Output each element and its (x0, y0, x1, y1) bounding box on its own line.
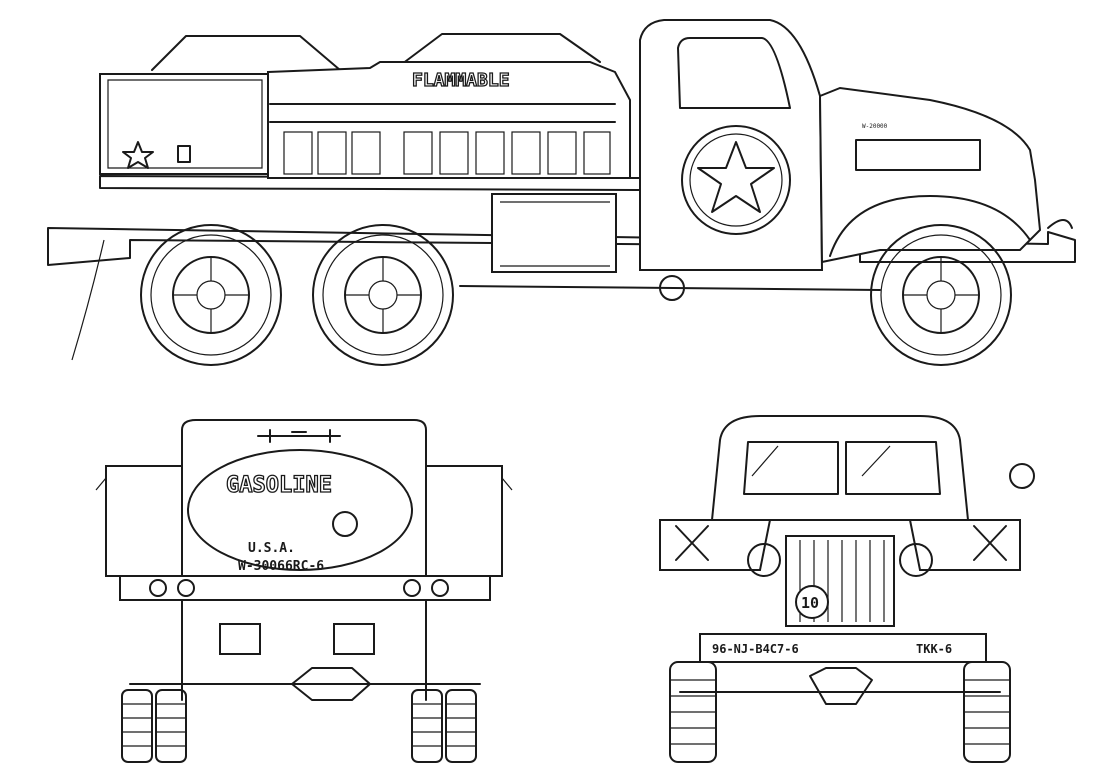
rear-emblem (332, 511, 358, 537)
hood-number: W-20000 (862, 123, 888, 130)
front-tire-left (669, 661, 717, 763)
rear-wheel-2 (312, 224, 454, 366)
storage-box (491, 193, 617, 273)
cab-window (677, 37, 791, 109)
door-star-circle (681, 125, 791, 235)
rear-registration: W-30066RC-6 (238, 559, 324, 574)
cab (639, 19, 824, 271)
side-view: FLAMMABLE W-20000 (47, 19, 1076, 366)
hose (71, 239, 105, 361)
rear-left-box (105, 465, 183, 577)
tank-dome-1 (151, 35, 341, 71)
fender-mark-right (973, 525, 1007, 561)
rear-tank (181, 419, 427, 595)
jerry-can-rack (269, 103, 616, 175)
gasoline-oval (187, 449, 413, 571)
rear-plate-right (333, 623, 375, 655)
rear-plate-left (219, 623, 261, 655)
front-cab (710, 415, 970, 521)
windshield-left (743, 441, 839, 495)
front-grille (785, 535, 895, 627)
tank-filler (257, 429, 341, 443)
gasoline-label: GASOLINE (226, 473, 332, 498)
headlight-left (747, 543, 781, 577)
bridge-class-circle (795, 585, 829, 619)
chassis-frame (47, 227, 1076, 266)
front-fender-right (908, 519, 1021, 571)
headlight-right (899, 543, 933, 577)
rear-light-left (149, 579, 167, 597)
tank-label-flammable: FLAMMABLE (412, 70, 510, 91)
star-emblem (122, 141, 154, 169)
front-view: 10 96-NJ-B4C7-6 TKK-6 (659, 415, 1035, 763)
mirror (1009, 463, 1035, 489)
front-hook (1047, 219, 1073, 229)
windshield-right (845, 441, 941, 495)
front-fender (829, 195, 1031, 257)
door-star (697, 141, 775, 213)
driveshaft (459, 285, 881, 291)
bridge-class-number: 10 (801, 594, 819, 612)
rear-right-box (425, 465, 503, 577)
side-box (99, 73, 269, 175)
front-wheel (870, 224, 1012, 366)
bumper-left-text: 96-NJ-B4C7-6 (712, 642, 799, 656)
rear-tires-left (121, 689, 187, 763)
usa-text: U.S.A. (248, 541, 295, 556)
rear-frame (119, 575, 491, 601)
front-fender-left (659, 519, 772, 571)
fender-mark-left (675, 525, 709, 561)
hood-grille-side (855, 139, 981, 171)
bumper-right-text: TKK-6 (916, 642, 952, 656)
rear-view: GASOLINE U.S.A. W-30066RC-6 (95, 419, 513, 763)
front-tire-right (963, 661, 1011, 763)
front-differential (809, 667, 873, 705)
rear-light-right (403, 579, 421, 597)
rear-tires-right (411, 689, 477, 763)
tank-dome-2 (401, 33, 601, 65)
front-bumper (699, 633, 987, 663)
rear-wheel-1 (140, 224, 282, 366)
